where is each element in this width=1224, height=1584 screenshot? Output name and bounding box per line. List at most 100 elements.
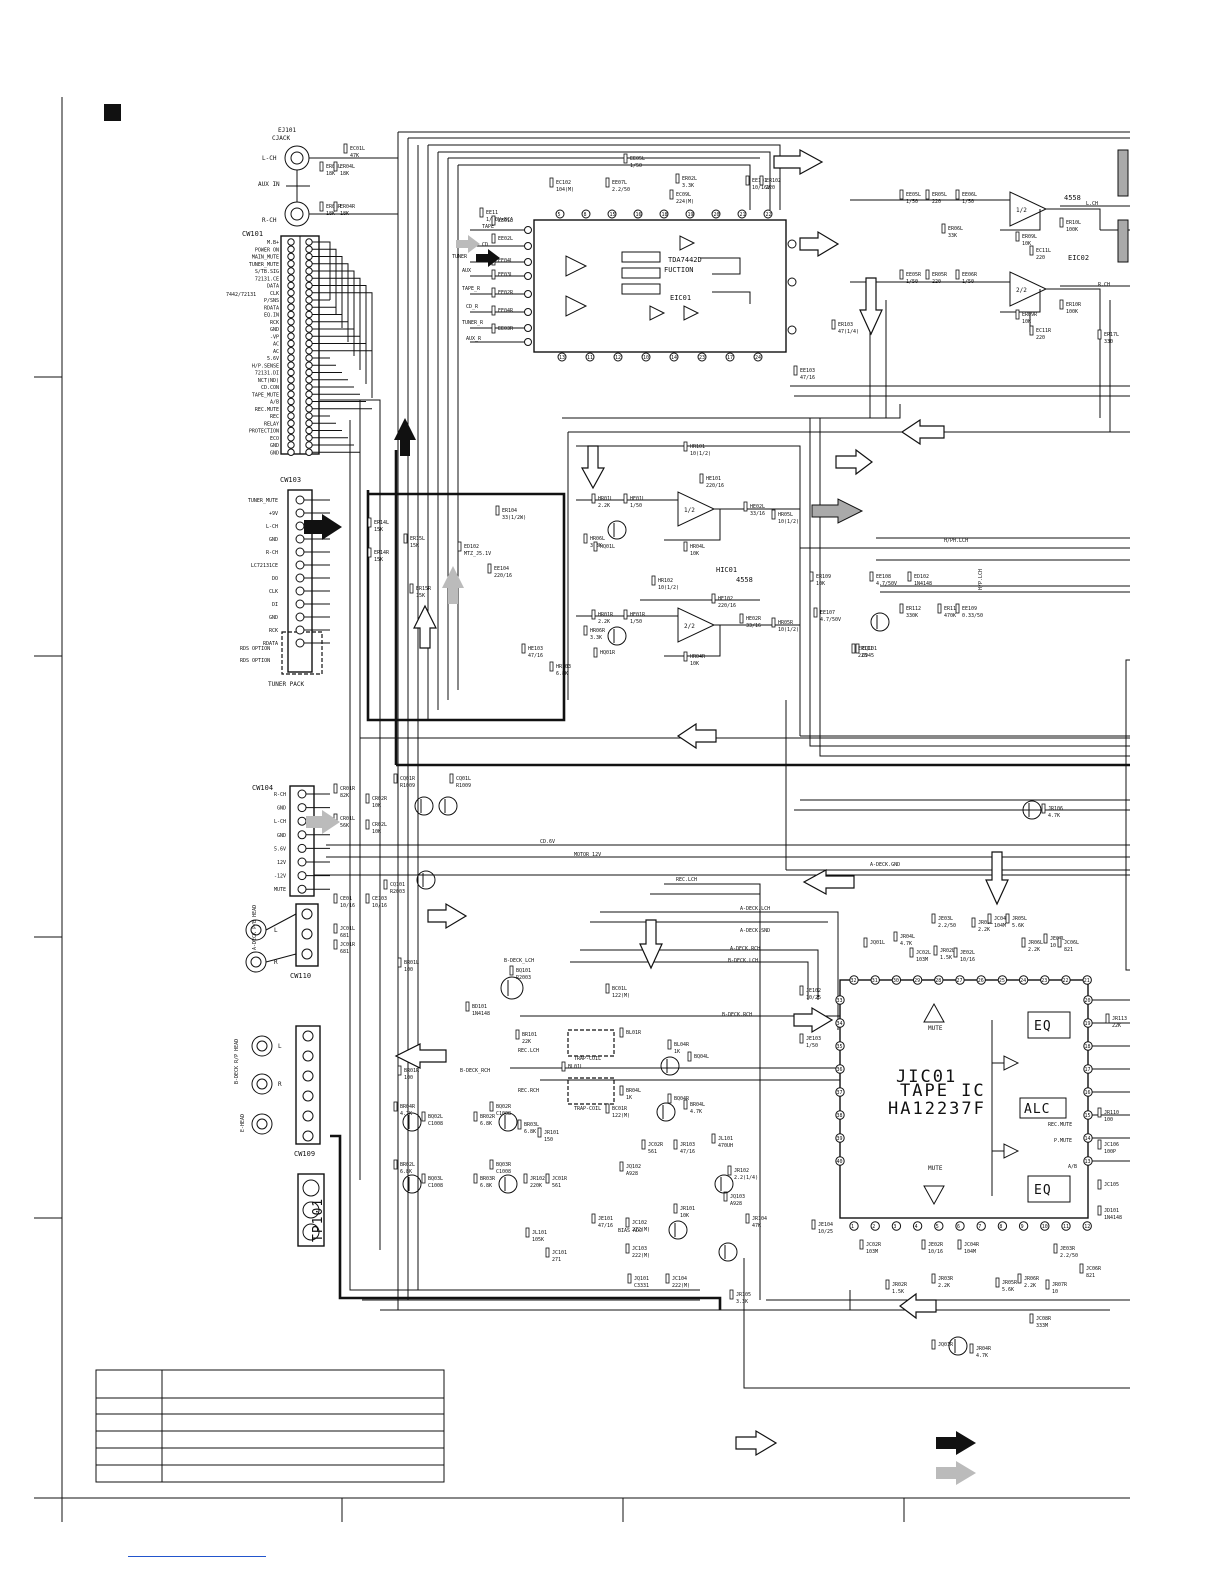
svg-text:5.6K: 5.6K xyxy=(1002,1287,1014,1293)
jic01-pin-number: 23 xyxy=(1041,978,1047,984)
cw103-pin xyxy=(295,586,305,596)
eic02-lch-out: L.CH xyxy=(1086,201,1098,207)
cw103-pin xyxy=(295,638,305,648)
svg-text:BR03R: BR03R xyxy=(480,1176,496,1182)
net-cd: CD xyxy=(482,242,488,248)
svg-text:222(M): 222(M) xyxy=(672,1283,690,1289)
svg-text:EE11: EE11 xyxy=(486,210,498,216)
jic01-pin xyxy=(976,975,986,985)
jic01-mute-top: MUTE xyxy=(928,1025,943,1032)
svg-text:EE06L: EE06L xyxy=(962,192,977,198)
arrow-right-gray-icon xyxy=(456,235,480,253)
cw101-pin xyxy=(287,296,295,304)
svg-text:22K: 22K xyxy=(522,1039,531,1045)
eic02-ref: EIC02 xyxy=(1068,254,1089,262)
svg-text:6.8K: 6.8K xyxy=(556,671,568,677)
eic01-pin-number: 22 xyxy=(766,212,772,218)
svg-text:4.7K: 4.7K xyxy=(900,941,912,947)
cw101-pin xyxy=(287,245,295,253)
svg-text:ER09R: ER09R xyxy=(1022,312,1038,318)
svg-text:330K: 330K xyxy=(906,613,918,619)
svg-text:JR06R: JR06R xyxy=(1024,1276,1040,1282)
jic01-pin-number: 21 xyxy=(1084,978,1090,984)
svg-text:HE02R: HE02R xyxy=(746,616,762,622)
cw101-pin xyxy=(287,405,295,413)
jic01-pin xyxy=(835,1156,845,1166)
eic01-pin-number: 16 xyxy=(636,212,642,218)
svg-text:BR04L: BR04L xyxy=(626,1088,641,1094)
eic02-opamp: 1/2 2/2 4558 EIC02 L.CH R.CH xyxy=(850,191,1110,313)
svg-text:EE107: EE107 xyxy=(820,610,835,616)
svg-text:HE01R: HE01R xyxy=(630,612,646,618)
svg-text:10K: 10K xyxy=(1022,319,1031,325)
net-b-deck-lch: B-DECK.LCH xyxy=(728,958,758,964)
svg-text:2.2K: 2.2K xyxy=(978,927,990,933)
svg-text:100K: 100K xyxy=(1066,227,1078,233)
cw101-pin-label: ECO xyxy=(270,436,279,442)
svg-text:HR05R: HR05R xyxy=(778,620,794,626)
component-jc105: JC105 xyxy=(1097,1179,1119,1190)
component-bq04l: BQ04L xyxy=(687,1051,709,1062)
eic01-pin xyxy=(763,209,773,219)
cw101-pin-label: RCK xyxy=(270,320,279,326)
svg-text:10K: 10K xyxy=(680,1213,689,1219)
cw104-title: CW104 xyxy=(252,784,273,792)
svg-text:ER10R: ER10R xyxy=(1066,302,1082,308)
component-hq01l: HQ01L xyxy=(593,541,615,552)
cw104-pin xyxy=(297,871,307,881)
b-head-l: L xyxy=(278,1043,282,1050)
svg-text:BQ02R: BQ02R xyxy=(496,1104,512,1110)
cw110-title: CW110 xyxy=(290,972,311,980)
footer-link-underline[interactable] xyxy=(128,1556,266,1557)
cw101-pin xyxy=(287,441,295,449)
jic01-pin xyxy=(835,1133,845,1143)
net-aux: AUX xyxy=(462,268,471,274)
cw103-pin-label: RCK xyxy=(269,628,278,634)
svg-text:EE101: EE101 xyxy=(752,178,767,184)
jic01-pin xyxy=(870,1221,880,1231)
svg-text:18K: 18K xyxy=(340,171,349,177)
jic01-rec-mute: REC.MUTE xyxy=(1048,1122,1072,1128)
svg-text:JL101: JL101 xyxy=(532,1230,547,1236)
jic01-pin xyxy=(955,975,965,985)
component-ee04r: EE04R xyxy=(491,305,514,316)
jic01-pin-number: 4 xyxy=(915,1224,918,1230)
eic01-pin-number: 23 xyxy=(699,355,705,361)
signal-arrows xyxy=(304,148,1129,1320)
cw104-pin-label: GND xyxy=(277,833,286,839)
cw103-pin xyxy=(295,625,305,635)
jack-rch-icon xyxy=(284,201,310,227)
svg-text:BQ02L: BQ02L xyxy=(428,1114,443,1120)
svg-text:EE04R: EE04R xyxy=(498,308,514,314)
svg-text:5.6K: 5.6K xyxy=(1012,923,1024,929)
arrow-left-outline-icon xyxy=(676,722,717,750)
eic01-pin xyxy=(581,209,591,219)
svg-text:EE03L: EE03L xyxy=(498,272,513,278)
cw101-pin xyxy=(287,426,295,435)
transistor-icon xyxy=(714,1174,734,1194)
arrow-down-outline-icon xyxy=(580,445,606,490)
